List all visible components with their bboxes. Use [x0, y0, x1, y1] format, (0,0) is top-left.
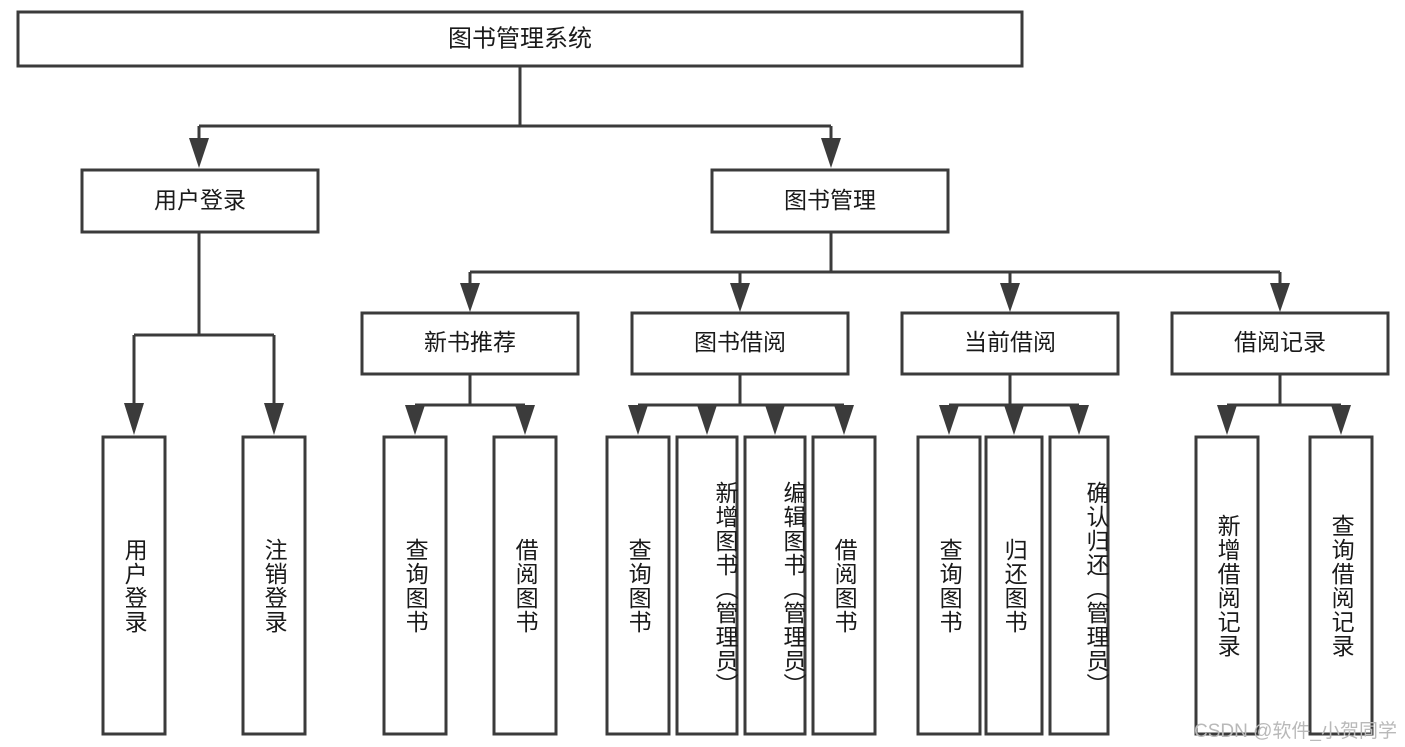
node-current-borrow[interactable]: 当前借阅 — [900, 311, 1120, 376]
node-root[interactable]: 图书管理系统 — [16, 10, 1024, 68]
leaf-query-book-3-box[interactable] — [916, 435, 982, 736]
connectors-book-manage-children — [460, 232, 1290, 312]
connectors-book-borrow-children — [628, 374, 854, 435]
arrow-leaf-query-book-2 — [628, 405, 648, 435]
arrow-current-borrow — [1000, 283, 1020, 312]
csdn-watermark: CSDN @软件_小贺同学 — [1194, 721, 1397, 742]
leaf-query-record-box[interactable] — [1308, 435, 1374, 736]
connectors-borrow-record-children — [1217, 374, 1351, 435]
connectors-current-borrow-children — [939, 374, 1089, 435]
leaf-add-record-box[interactable] — [1194, 435, 1260, 736]
node-root-label: 图书管理系统 — [448, 25, 592, 52]
arrow-leaf-logout-login — [264, 403, 284, 435]
leaf-confirm-return-box[interactable] — [1048, 435, 1110, 736]
node-new-book-recommend-label: 新书推荐 — [424, 329, 516, 355]
leaf-borrow-book-1-box[interactable] — [492, 435, 558, 736]
node-book-manage-label: 图书管理 — [784, 187, 876, 213]
arrow-user-login — [189, 138, 209, 168]
leaf-add-book-box[interactable] — [675, 435, 739, 736]
leaf-boxes — [101, 435, 1374, 736]
leaf-user-login-box[interactable] — [101, 435, 167, 736]
leaf-return-book-box[interactable] — [984, 435, 1044, 736]
node-user-login-label: 用户登录 — [154, 187, 246, 213]
node-root-box[interactable] — [16, 10, 1024, 68]
arrow-leaf-add-book — [697, 405, 717, 435]
node-user-login[interactable]: 用户登录 — [80, 168, 320, 234]
node-new-book-recommend[interactable]: 新书推荐 — [360, 311, 580, 376]
leaf-query-book-1-box[interactable] — [382, 435, 448, 736]
connectors-new-book-children — [405, 374, 535, 435]
arrow-borrow-record — [1270, 283, 1290, 312]
arrow-leaf-return-book — [1004, 405, 1024, 435]
leaf-query-book-2-box[interactable] — [605, 435, 671, 736]
node-user-login-box[interactable] — [80, 168, 320, 234]
node-new-book-recommend-box[interactable] — [360, 311, 580, 376]
arrow-book-borrow — [730, 283, 750, 312]
connectors-root-to-level2 — [189, 66, 841, 168]
leaf-logout-login-box[interactable] — [241, 435, 307, 736]
node-book-manage-box[interactable] — [710, 168, 950, 234]
node-borrow-record-box[interactable] — [1170, 311, 1390, 376]
arrow-leaf-edit-book — [765, 405, 785, 435]
node-borrow-record-label: 借阅记录 — [1234, 329, 1326, 355]
arrow-leaf-query-book-3 — [939, 405, 959, 435]
arrow-leaf-borrow-book-1 — [515, 405, 535, 435]
arrow-leaf-confirm-return — [1069, 405, 1089, 435]
node-book-manage[interactable]: 图书管理 — [710, 168, 950, 234]
leaf-edit-book-box[interactable] — [743, 435, 807, 736]
arrow-leaf-add-record — [1217, 405, 1237, 435]
connectors-user-login-children — [124, 232, 284, 435]
node-book-borrow-box[interactable] — [630, 311, 850, 376]
arrow-leaf-borrow-book-2 — [834, 405, 854, 435]
node-book-borrow[interactable]: 图书借阅 — [630, 311, 850, 376]
node-current-borrow-label: 当前借阅 — [964, 329, 1056, 355]
arrow-new-book-recommend — [460, 283, 480, 312]
node-borrow-record[interactable]: 借阅记录 — [1170, 311, 1390, 376]
arrow-leaf-query-book-1 — [405, 405, 425, 435]
node-current-borrow-box[interactable] — [900, 311, 1120, 376]
leaf-borrow-book-2-box[interactable] — [811, 435, 877, 736]
arrow-leaf-query-record — [1331, 405, 1351, 435]
arrow-book-manage — [821, 138, 841, 168]
arrow-leaf-user-login — [124, 403, 144, 435]
node-book-borrow-label: 图书借阅 — [694, 329, 786, 355]
